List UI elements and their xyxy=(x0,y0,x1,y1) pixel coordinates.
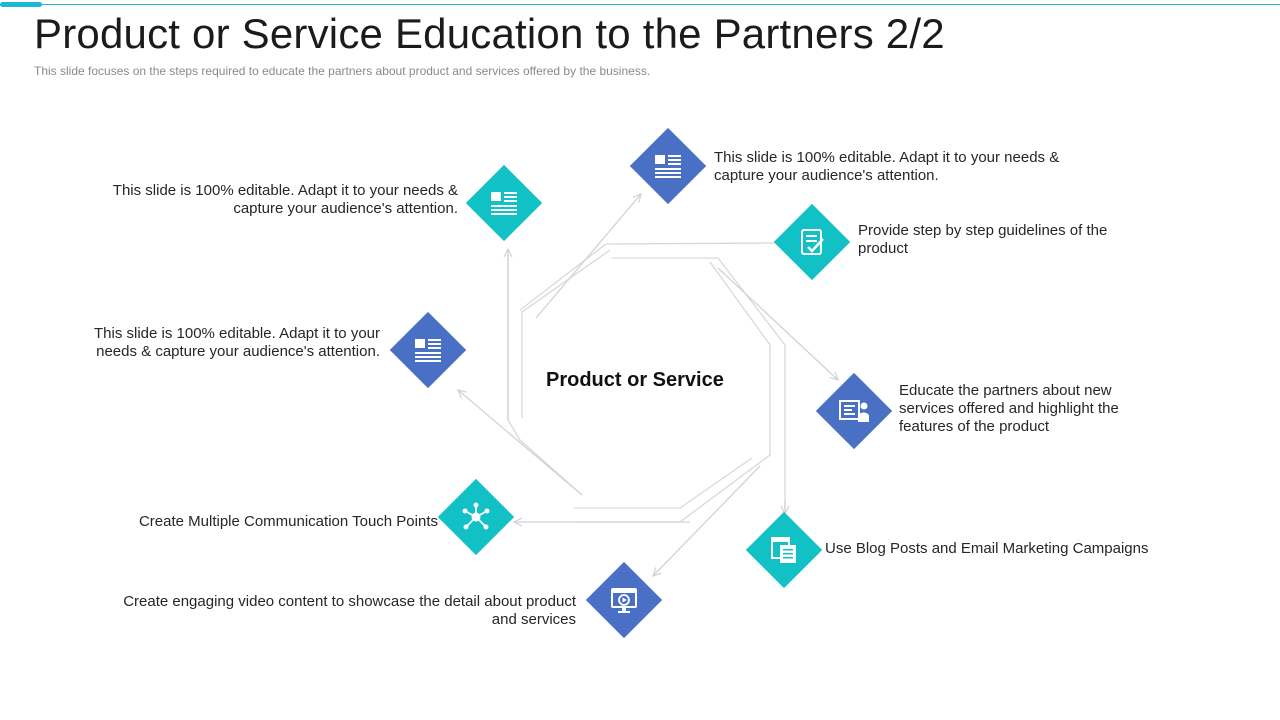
step-1-label: This slide is 100% editable. Adapt it to… xyxy=(714,149,1060,184)
octagon-outer xyxy=(519,242,777,311)
document-list-icon xyxy=(415,339,441,362)
step-5-label: Create engaging video content to showcas… xyxy=(123,593,576,628)
arrow-to-step-1 xyxy=(535,194,641,319)
checklist-icon xyxy=(801,229,824,255)
document-list-icon xyxy=(655,155,681,178)
document-list-icon xyxy=(491,192,517,215)
step-8-diamond xyxy=(465,164,543,242)
step-1-diamond xyxy=(629,127,707,205)
arrow-to-step-3 xyxy=(717,267,838,380)
step-6-label: Create Multiple Communication Touch Poin… xyxy=(138,513,438,530)
step-7-diamond xyxy=(389,311,467,389)
arrow-to-step-7 xyxy=(458,390,583,496)
blog-post-icon xyxy=(771,537,796,563)
step-6-diamond xyxy=(437,478,515,556)
arrow-to-step-5 xyxy=(653,465,761,576)
step-4-diamond xyxy=(745,511,823,589)
octagon-inner xyxy=(521,249,611,418)
video-play-icon xyxy=(611,588,637,613)
step-4-label: Use Blog Posts and Email Marketing Campa… xyxy=(825,540,1149,557)
presentation-icon xyxy=(839,400,869,422)
octagon-bottom-inner xyxy=(507,419,583,496)
slide-title: Product or Service Education to the Part… xyxy=(34,10,945,57)
top-rule xyxy=(0,4,1280,5)
network-icon xyxy=(462,502,490,530)
center-label: Product or Service xyxy=(546,369,724,391)
top-accent-bar xyxy=(0,2,42,7)
step-3-label: Educate the partners about new services … xyxy=(899,382,1119,435)
step-7-label: This slide is 100% editable. Adapt it to… xyxy=(94,325,380,360)
step-3-diamond xyxy=(815,372,893,450)
octagon-right-inner xyxy=(575,261,771,523)
step-2-label: Provide step by step guidelines of the p… xyxy=(858,222,1108,257)
slide-subtitle: This slide focuses on the steps required… xyxy=(34,64,651,78)
octagon-bottom-outer xyxy=(574,457,753,509)
step-2-diamond xyxy=(773,203,851,281)
step-5-diamond xyxy=(585,561,663,639)
step-8-label: This slide is 100% editable. Adapt it to… xyxy=(112,182,458,217)
octagon-top-inner xyxy=(612,257,786,512)
